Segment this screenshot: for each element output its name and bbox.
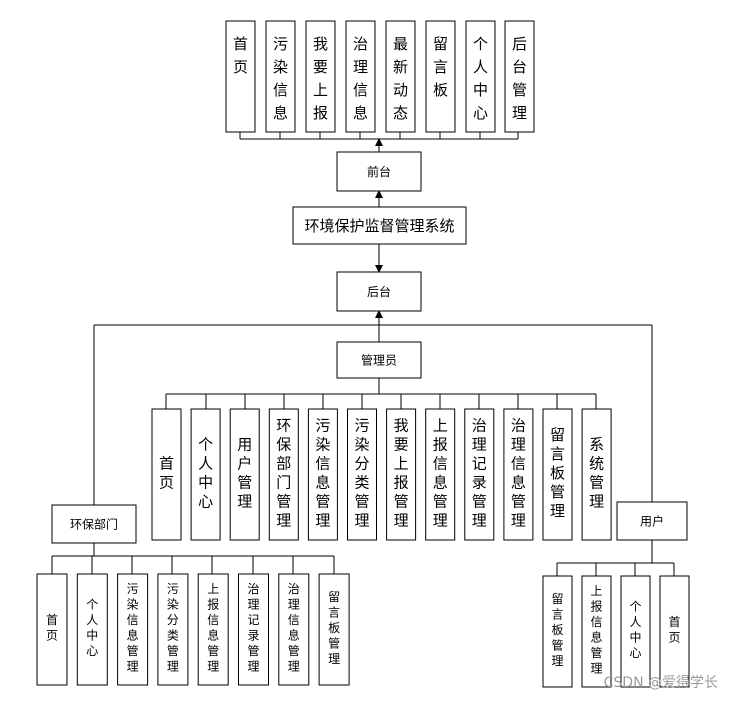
user-node-label: 用户	[640, 513, 664, 528]
user-item-3-label: 个人中心	[629, 600, 641, 661]
admin-item-10-label: 治理信息管理	[511, 416, 526, 529]
user-item-4-label: 首页	[668, 615, 680, 645]
dept-item-5: 上报信息管理	[197, 573, 229, 686]
admin-item-3-label: 用户管理	[237, 435, 252, 510]
frontend-item-7: 个人中心	[465, 20, 496, 133]
admin-item-9-label: 治理记录管理	[472, 416, 487, 529]
system-title-node: 环境保护监督管理系统	[292, 206, 467, 245]
admin-item-6: 污染分类管理	[347, 408, 377, 541]
backend-node: 后台	[336, 271, 422, 312]
admin-node: 管理员	[336, 341, 422, 379]
frontend-item-8: 后台管理	[504, 20, 535, 133]
admin-item-11: 留言板管理	[542, 408, 573, 541]
dept-item-1-label: 首页	[46, 613, 58, 643]
frontend-item-1: 首页	[225, 20, 256, 133]
frontend-item-4-label: 治理信息	[353, 35, 368, 122]
dept-item-6: 治理记录管理	[238, 573, 269, 686]
frontend-node: 前台	[336, 151, 422, 192]
admin-item-1: 首页	[151, 408, 182, 541]
admin-item-3: 用户管理	[229, 408, 260, 541]
user-node: 用户	[616, 501, 688, 541]
dept-item-5-label: 上报信息管理	[207, 582, 219, 674]
dept-item-4-label: 污染分类管理	[167, 582, 179, 674]
frontend-item-3-label: 我要上报	[313, 35, 328, 122]
admin-item-6-label: 污染分类管理	[354, 416, 369, 529]
frontend-item-5: 最新动态	[385, 20, 416, 133]
admin-item-2: 个人中心	[190, 408, 221, 541]
frontend-item-6: 留言板	[425, 20, 456, 133]
dept-item-2: 个人中心	[76, 573, 108, 686]
frontend-item-8-label: 后台管理	[512, 35, 527, 122]
user-item-2-label: 上报信息管理	[590, 584, 602, 676]
frontend-item-4: 治理信息	[345, 20, 376, 133]
admin-item-2-label: 个人中心	[198, 435, 213, 510]
frontend-node-label: 前台	[367, 164, 391, 179]
admin-item-8-label: 上报信息管理	[433, 416, 448, 529]
dept-node: 环保部门	[51, 504, 137, 544]
user-item-1: 留言板管理	[542, 575, 573, 688]
dept-item-8-label: 留言板管理	[328, 590, 340, 666]
user-item-3: 个人中心	[620, 575, 651, 688]
dept-item-6-label: 治理记录管理	[247, 582, 259, 674]
frontend-item-2: 污染信息	[265, 20, 296, 133]
admin-item-12-label: 系统管理	[589, 435, 604, 510]
dept-item-8: 留言板管理	[318, 573, 350, 686]
connector-lines	[51, 132, 675, 576]
dept-item-7: 治理信息管理	[278, 573, 310, 686]
dept-item-7-label: 治理信息管理	[288, 582, 300, 674]
admin-item-5: 污染信息管理	[307, 408, 338, 541]
admin-item-1-label: 首页	[159, 454, 174, 491]
admin-item-12: 系统管理	[581, 408, 612, 541]
dept-item-3-label: 污染信息管理	[127, 582, 139, 674]
dept-node-label: 环保部门	[70, 516, 118, 531]
admin-item-5-label: 污染信息管理	[315, 416, 330, 529]
admin-item-11-label: 留言板管理	[550, 426, 565, 520]
user-item-2: 上报信息管理	[581, 575, 612, 688]
user-item-1-label: 留言板管理	[551, 592, 563, 668]
admin-item-8: 上报信息管理	[425, 408, 456, 541]
admin-item-7: 我要上报管理	[386, 408, 417, 541]
dept-item-3: 污染信息管理	[117, 573, 149, 686]
frontend-item-7-label: 个人中心	[473, 35, 488, 122]
admin-item-10: 治理信息管理	[503, 408, 534, 541]
dept-item-1: 首页	[36, 573, 68, 686]
dept-item-4: 污染分类管理	[157, 573, 189, 686]
frontend-item-6-label: 留言板	[433, 35, 448, 99]
frontend-item-1-label: 首页	[233, 35, 248, 76]
frontend-item-3: 我要上报	[305, 20, 336, 133]
admin-item-9: 治理记录管理	[464, 408, 495, 541]
watermark-text: CSDN @爱得学长	[603, 675, 718, 691]
system-title-node-label: 环境保护监督管理系统	[304, 217, 454, 235]
backend-node-label: 后台	[367, 284, 391, 299]
admin-item-4: 环保部门管理	[268, 408, 299, 541]
admin-item-7-label: 我要上报管理	[394, 416, 409, 529]
frontend-item-5-label: 最新动态	[393, 35, 408, 122]
admin-node-label: 管理员	[361, 352, 397, 367]
frontend-item-2-label: 污染信息	[273, 35, 288, 122]
dept-item-2-label: 个人中心	[86, 598, 98, 659]
admin-item-4-label: 环保部门管理	[276, 416, 291, 529]
user-item-4: 首页	[659, 575, 690, 688]
